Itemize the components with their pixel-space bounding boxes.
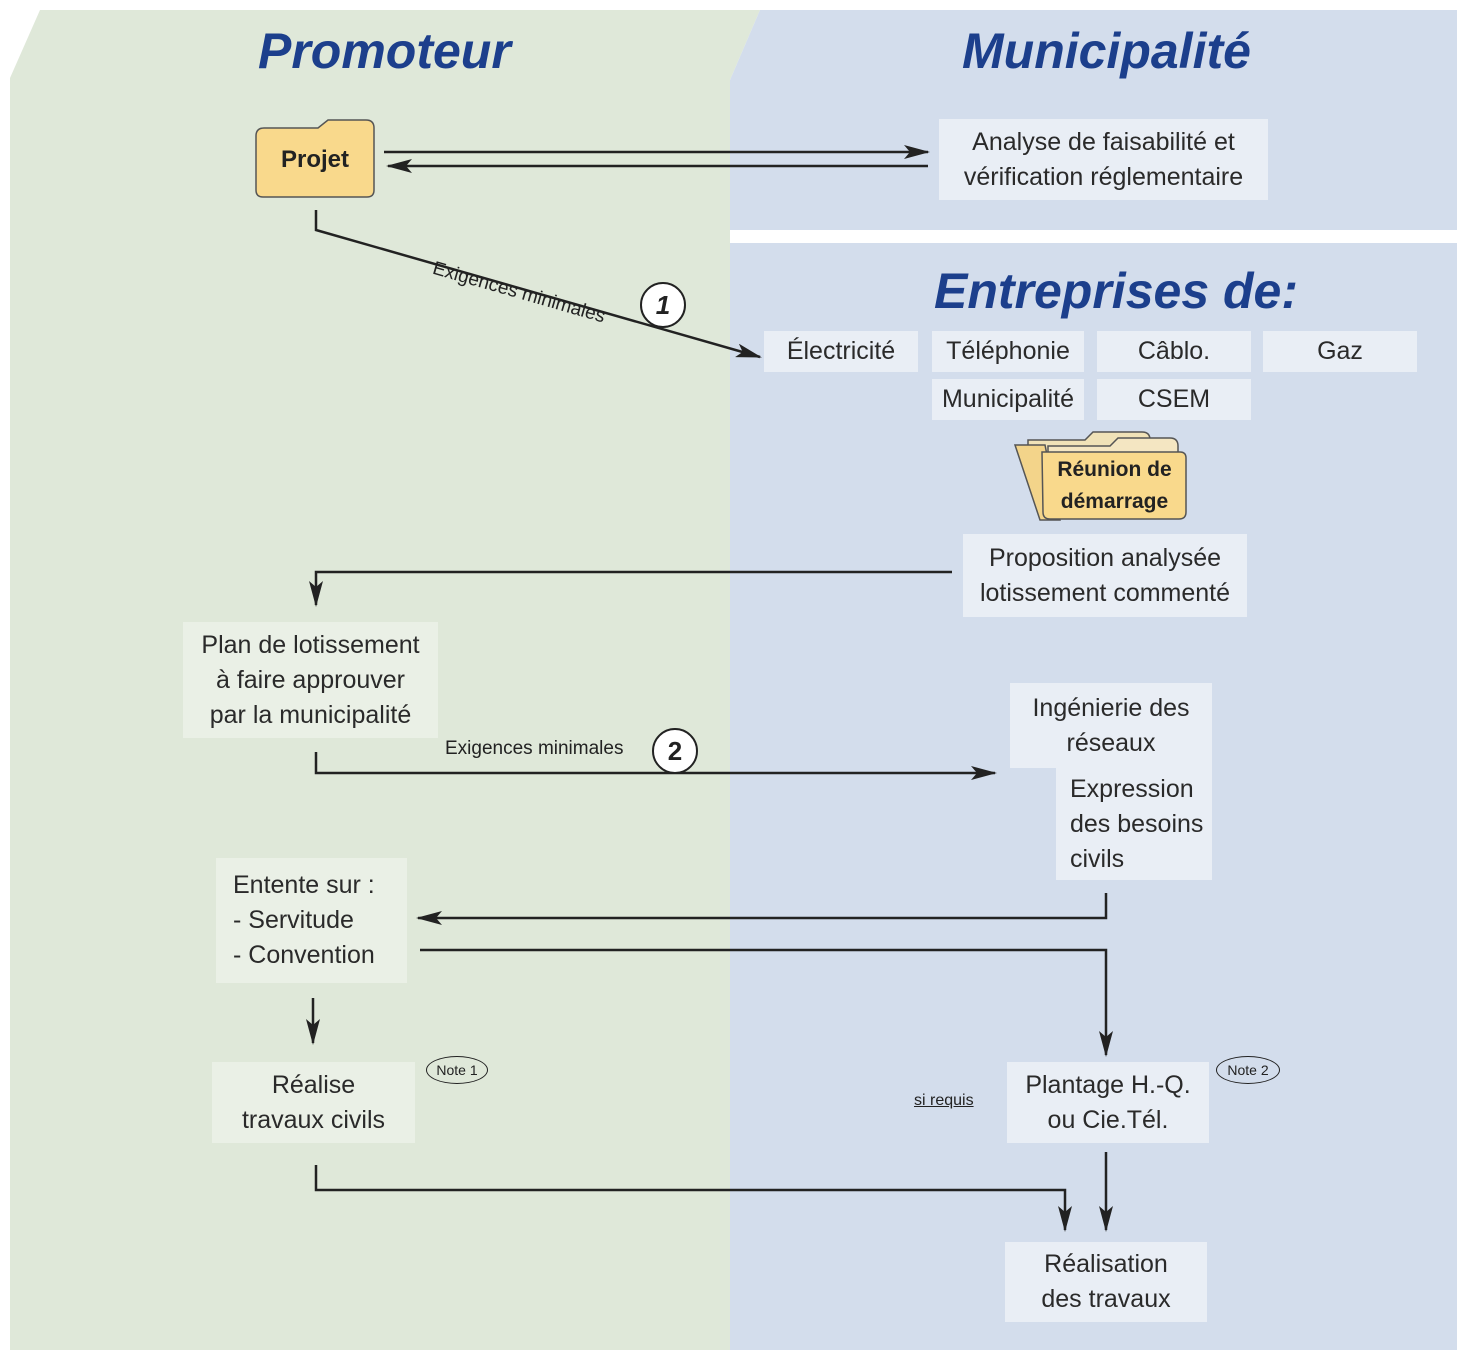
expression-besoins-box: Expression des besoins civils <box>1056 768 1212 880</box>
realise-travaux-box: Réalise travaux civils <box>212 1062 415 1143</box>
arrow-entente-to-plantage <box>420 948 1113 1057</box>
header-promoteur: Promoteur <box>258 23 511 79</box>
plan-lotissement-box: Plan de lotissement à faire approuver pa… <box>183 622 438 738</box>
entreprise-electricite: Électricité <box>764 331 918 372</box>
folder-icon <box>255 119 375 198</box>
entreprise-telephonie: Téléphonie <box>932 331 1084 372</box>
entreprise-municipalite: Municipalité <box>932 379 1084 420</box>
entreprise-csem: CSEM <box>1097 379 1251 420</box>
arrow-proposition-to-plan <box>309 570 952 607</box>
arrow-expression-to-entente <box>416 893 1108 925</box>
step-1-badge: 1 <box>640 282 686 328</box>
proposition-analysee-box: Proposition analysée lotissement comment… <box>963 534 1247 617</box>
header-municipalite: Municipalité <box>962 23 1251 79</box>
realisation-travaux-box: Réalisation des travaux <box>1005 1242 1207 1322</box>
header-entreprises: Entreprises de: <box>934 263 1299 319</box>
arrow-exigences-1 <box>314 210 762 359</box>
exigences-minimales-label-2: Exigences minimales <box>445 738 624 759</box>
projet-label: Projet <box>280 146 349 173</box>
plantage-box: Plantage H.-Q. ou Cie.Tél. <box>1007 1062 1209 1143</box>
ingenierie-reseaux-box: Ingénierie des réseaux <box>1010 683 1212 768</box>
note-1-badge: Note 1 <box>426 1056 488 1084</box>
entreprise-gaz: Gaz <box>1263 331 1417 372</box>
folder-icon <box>1013 431 1187 521</box>
step-2-badge: 2 <box>652 728 698 774</box>
si-requis-label: si requis <box>914 1092 974 1109</box>
arrow-realise-to-realisation <box>314 1165 1072 1232</box>
entreprise-cablo: Câblo. <box>1097 331 1251 372</box>
analyse-faisabilite-box: Analyse de faisabilité et vérification r… <box>939 119 1268 200</box>
reunion-demarrage-label: Réunion de démarrage <box>1057 458 1172 513</box>
entente-box: Entente sur : - Servitude - Convention <box>216 858 407 983</box>
note-2-badge: Note 2 <box>1216 1056 1280 1084</box>
arrow-exigences-2 <box>314 752 997 780</box>
